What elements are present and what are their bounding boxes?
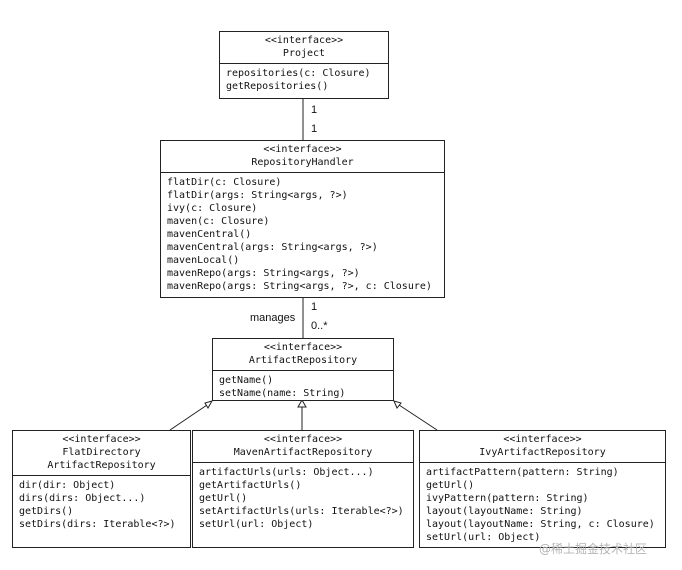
generalization-arrow-ivy <box>393 400 402 409</box>
flat-method: setDirs(dirs: Iterable<?>) <box>19 519 176 530</box>
flat-header: <<interface>> FlatDirectory ArtifactRepo… <box>13 431 190 476</box>
artifact-name: ArtifactRepository <box>248 355 358 366</box>
assoc2-mult-bottom: 0..* <box>311 320 328 332</box>
flat-directory-repository-interface-box: <<interface>> FlatDirectory ArtifactRepo… <box>12 430 191 548</box>
ivy-repository-interface-box: <<interface>> IvyArtifactRepository arti… <box>419 430 666 548</box>
ivy-methods: artifactPattern(pattern: String) getUrl(… <box>420 463 665 547</box>
handler-method: maven(c: Closure) <box>167 216 270 227</box>
ivy-method: setUrl(url: Object) <box>426 532 541 543</box>
generalization-arrow-maven <box>297 398 307 408</box>
handler-stereotype: <<interface>> <box>263 144 342 155</box>
ivy-method: artifactPattern(pattern: String) <box>426 467 619 478</box>
maven-method: getUrl() <box>199 493 248 504</box>
maven-repository-interface-box: <<interface>> MavenArtifactRepository ar… <box>192 430 414 548</box>
project-name: Project <box>282 48 326 59</box>
project-interface-box: <<interface>> Project repositories(c: Cl… <box>219 31 389 99</box>
watermark-text: @稀土掘金技术社区 <box>539 542 648 556</box>
project-header: <<interface>> Project <box>220 32 388 64</box>
flat-method: dir(dir: Object) <box>19 480 116 491</box>
project-methods: repositories(c: Closure) getRepositories… <box>220 64 388 96</box>
handler-method: mavenCentral() <box>167 229 252 240</box>
handler-method: mavenLocal() <box>167 255 240 266</box>
ivy-method: getUrl() <box>426 480 475 491</box>
maven-header: <<interface>> MavenArtifactRepository <box>193 431 413 463</box>
maven-stereotype: <<interface>> <box>263 434 343 445</box>
handler-method: flatDir(c: Closure) <box>167 177 282 188</box>
artifact-repository-interface-box: <<interface>> ArtifactRepository getName… <box>212 338 394 401</box>
assoc2-label-manages: manages <box>250 312 296 324</box>
assoc2-mult-top: 1 <box>311 301 318 313</box>
ivy-method: layout(layoutName: String, c: Closure) <box>426 519 655 530</box>
maven-method: artifactUrls(urls: Object...) <box>199 467 374 478</box>
project-method: repositories(c: Closure) <box>226 68 371 79</box>
project-stereotype: <<interface>> <box>264 35 344 46</box>
handler-method: mavenRepo(args: String<args, ?>) <box>167 268 360 279</box>
flat-method: getDirs() <box>19 506 74 517</box>
generalization-arrow-flat <box>204 400 214 409</box>
handler-method: mavenRepo(args: String<args, ?>, c: Clos… <box>167 281 432 292</box>
maven-name: MavenArtifactRepository <box>233 447 373 458</box>
generalization-flat <box>169 402 211 431</box>
flat-method: dirs(dirs: Object...) <box>19 493 146 504</box>
artifact-header: <<interface>> ArtifactRepository <box>213 339 393 371</box>
generalization-ivy <box>395 402 438 431</box>
handler-method: ivy(c: Closure) <box>167 203 258 214</box>
handler-method: mavenCentral(args: String<args, ?>) <box>167 242 378 253</box>
project-method: getRepositories() <box>226 81 329 92</box>
ivy-method: layout(layoutName: String) <box>426 506 583 517</box>
handler-name: RepositoryHandler <box>251 157 354 168</box>
maven-method: setUrl(url: Object) <box>199 519 314 530</box>
maven-method: setArtifactUrls(urls: Iterable<?>) <box>199 506 404 517</box>
repository-handler-interface-box: <<interface>> RepositoryHandler flatDir(… <box>160 140 445 298</box>
ivy-stereotype: <<interface>> <box>503 434 582 445</box>
ivy-method: ivyPattern(pattern: String) <box>426 493 589 504</box>
handler-header: <<interface>> RepositoryHandler <box>161 141 444 173</box>
artifact-method: setName(name: String) <box>219 388 346 399</box>
flat-name-line1: FlatDirectory <box>62 447 141 458</box>
maven-method: getArtifactUrls() <box>199 480 302 491</box>
handler-methods: flatDir(c: Closure) flatDir(args: String… <box>161 173 444 296</box>
ivy-header: <<interface>> IvyArtifactRepository <box>420 431 665 463</box>
flat-name-line2: ArtifactRepository <box>47 460 156 471</box>
flat-methods: dir(dir: Object) dirs(dirs: Object...) g… <box>13 476 190 534</box>
artifact-stereotype: <<interface>> <box>263 342 343 353</box>
ivy-name: IvyArtifactRepository <box>479 447 606 458</box>
flat-stereotype: <<interface>> <box>62 434 141 445</box>
artifact-methods: getName() setName(name: String) <box>213 371 393 403</box>
assoc1-mult-top: 1 <box>311 104 318 116</box>
artifact-method: getName() <box>219 375 274 386</box>
handler-method: flatDir(args: String<args, ?>) <box>167 190 348 201</box>
maven-methods: artifactUrls(urls: Object...) getArtifac… <box>193 463 413 534</box>
assoc1-mult-bottom: 1 <box>311 123 318 135</box>
